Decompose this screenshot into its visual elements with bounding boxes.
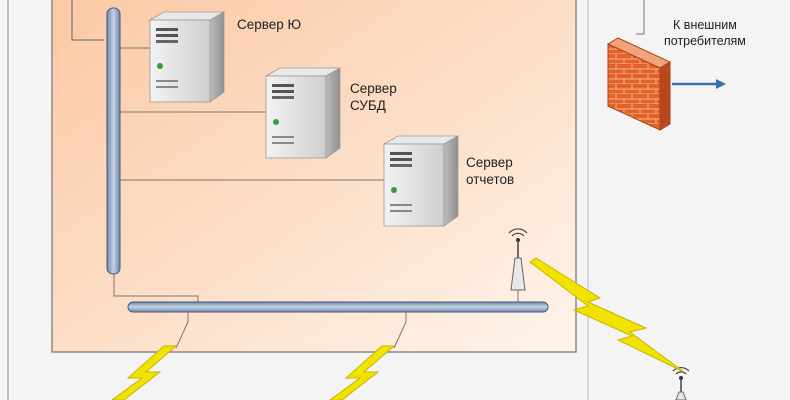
antenna-icon (672, 367, 690, 400)
server-io-label: Сервер Ю (237, 16, 301, 33)
external-consumers-label: К внешним потребителям (664, 17, 746, 49)
server-zone (51, 0, 577, 353)
server-dbms-label: Сервер СУБД (350, 80, 397, 114)
server-reports-icon (382, 135, 460, 227)
label-line: СУБД (350, 98, 386, 113)
lightning-icon (111, 345, 178, 400)
label-line: К внешним (673, 18, 737, 32)
horizontal-bus (127, 301, 549, 313)
server-dbms-icon (264, 67, 342, 159)
server-io-icon (148, 11, 226, 103)
firewall-icon (606, 37, 672, 131)
label-line: Сервер (466, 155, 513, 170)
label-line: Сервер Ю (237, 17, 302, 32)
arrow-right-icon (672, 79, 726, 89)
label-line: Сервер (350, 81, 397, 96)
lightning-icon (329, 345, 396, 400)
server-reports-label: Сервер отчетов (466, 154, 514, 188)
label-line: отчетов (466, 172, 515, 187)
lightning-icon (529, 257, 685, 373)
antenna-icon (508, 228, 528, 291)
label-line: потребителям (664, 34, 746, 48)
vertical-bus (106, 7, 121, 275)
